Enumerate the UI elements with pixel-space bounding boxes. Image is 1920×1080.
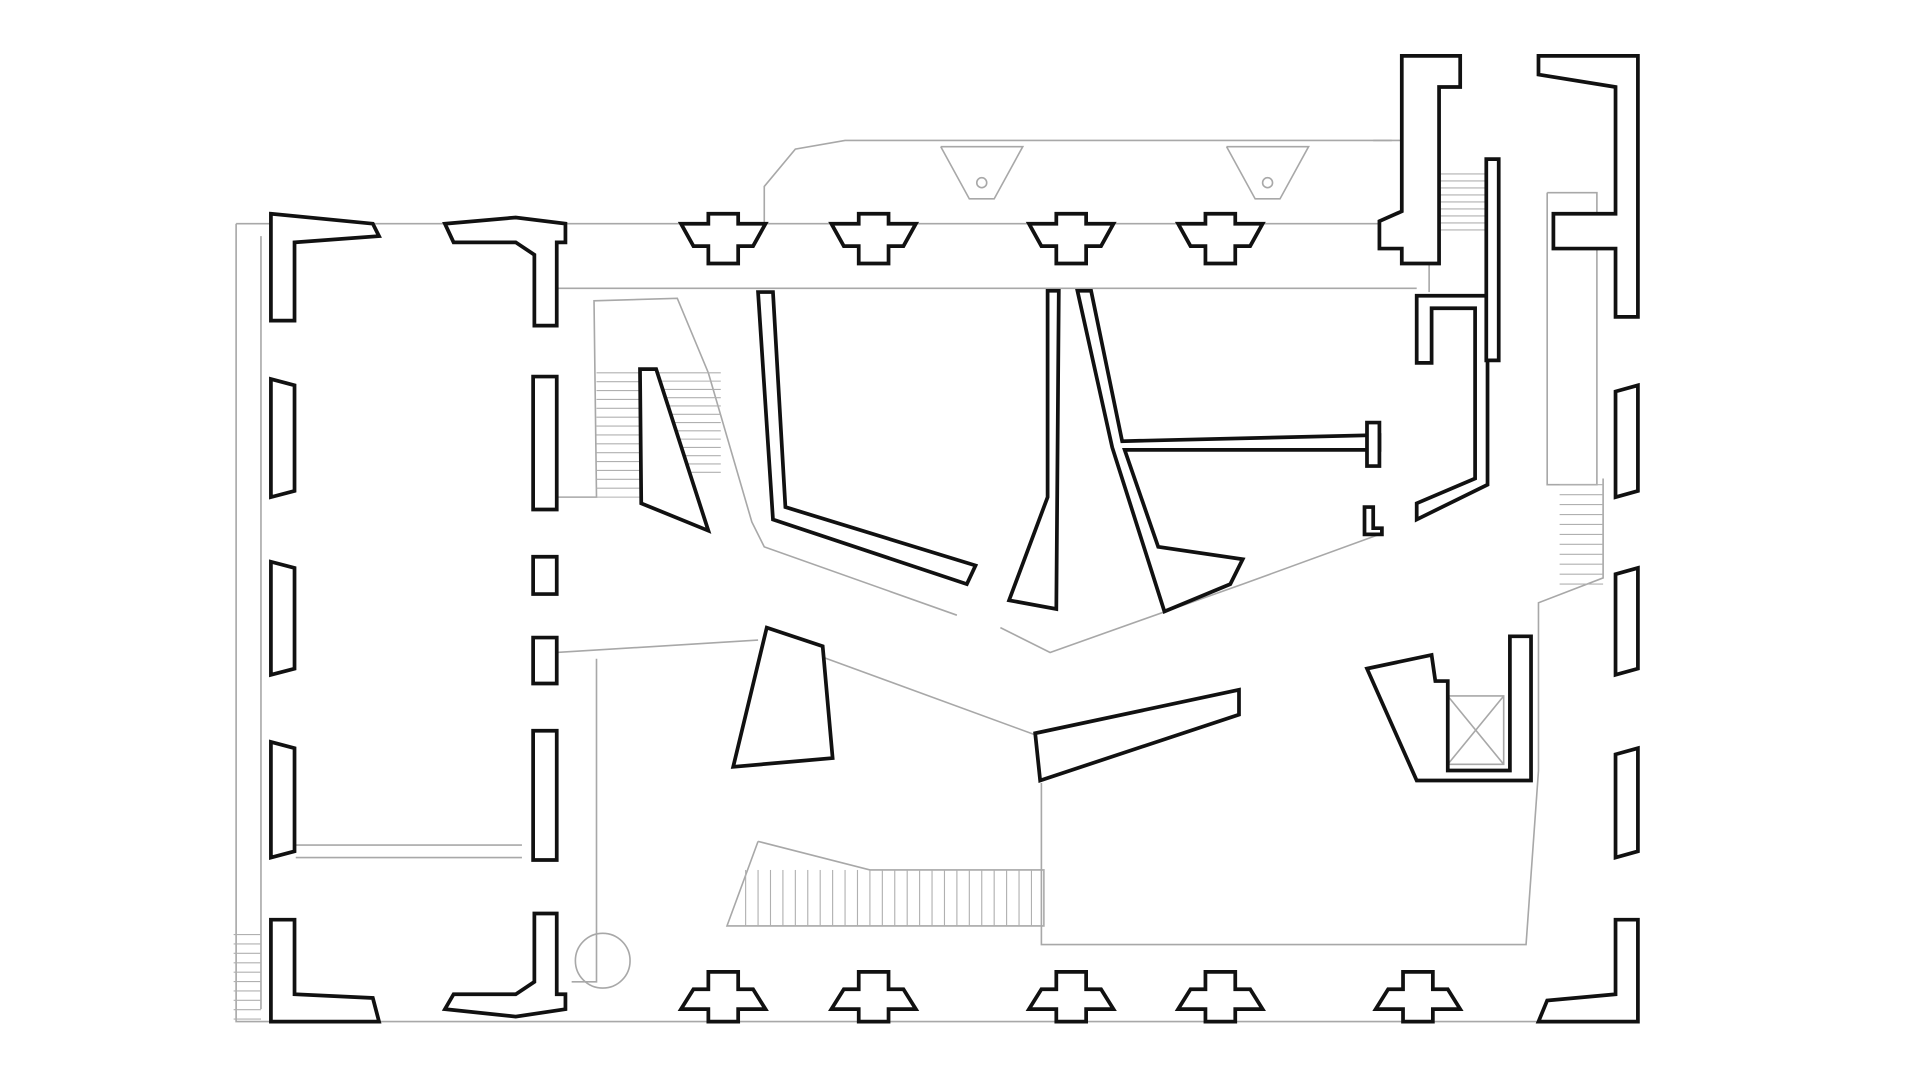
interior-wall-stub-1 xyxy=(1365,420,1382,468)
right-pier-2 xyxy=(1613,745,1640,860)
pier-top-0 xyxy=(677,211,769,266)
bracket-hole-0 xyxy=(975,176,988,189)
left-pier-0 xyxy=(269,376,297,500)
pier-bottom-2 xyxy=(1025,970,1117,1024)
thin-lines xyxy=(235,139,1638,1023)
right-pier-0 xyxy=(1613,382,1640,500)
interior-wall-2 xyxy=(638,367,712,534)
spiral-stair xyxy=(574,932,631,989)
pier-bottom-4 xyxy=(1372,970,1464,1024)
stair-bottom-outline xyxy=(725,840,1045,927)
pier-bottom-3 xyxy=(1174,970,1266,1024)
interior-wall-1 xyxy=(756,290,979,587)
interior-block-2 xyxy=(1033,687,1241,783)
column-3 xyxy=(531,728,559,862)
left-pier-2 xyxy=(269,739,297,860)
left-pier-1 xyxy=(269,559,297,678)
corner-bottom-left xyxy=(269,917,382,1024)
outer-line-left-bottom xyxy=(235,223,1638,1023)
pier-bottom-0 xyxy=(677,970,769,1024)
pier-top-1 xyxy=(828,211,920,266)
interior-block-1 xyxy=(730,625,835,769)
walls xyxy=(269,54,1640,1024)
balcony-line xyxy=(763,139,1392,224)
interior-wall-stub-2 xyxy=(1362,505,1384,537)
bracket-0 xyxy=(940,145,1025,200)
tower-left xyxy=(1377,54,1463,266)
gallery-path-5 xyxy=(571,658,598,983)
pier-bottom-1 xyxy=(828,970,920,1024)
column-0 xyxy=(531,374,559,512)
gallery-path-2 xyxy=(556,639,759,654)
interior-wall-5 xyxy=(1414,293,1490,523)
elevator-x2 xyxy=(1447,695,1505,765)
bracket-1 xyxy=(1225,145,1310,200)
gallery-path-3 xyxy=(819,655,1038,737)
corner-bottom-mid xyxy=(441,911,568,1019)
corner-top-left xyxy=(269,211,382,323)
interior-core xyxy=(1364,634,1533,783)
column-2 xyxy=(531,635,559,686)
interior-wall-4 xyxy=(1075,288,1382,614)
corner-bottom-right xyxy=(1535,917,1640,1024)
column-1 xyxy=(531,554,559,596)
corner-top-mid xyxy=(442,215,568,328)
pier-top-3 xyxy=(1174,211,1266,266)
interior-wall-6 xyxy=(1484,157,1501,363)
interior-wall-3 xyxy=(1006,288,1061,612)
gallery-path-4 xyxy=(1000,533,1380,654)
pier-top-2 xyxy=(1025,211,1117,266)
right-pier-1 xyxy=(1613,565,1640,678)
stairs xyxy=(233,173,1604,1020)
gallery-path-6 xyxy=(1040,478,1604,946)
gallery-path-1 xyxy=(556,297,958,616)
bracket-hole-1 xyxy=(1261,176,1274,189)
tower-right xyxy=(1536,54,1640,319)
